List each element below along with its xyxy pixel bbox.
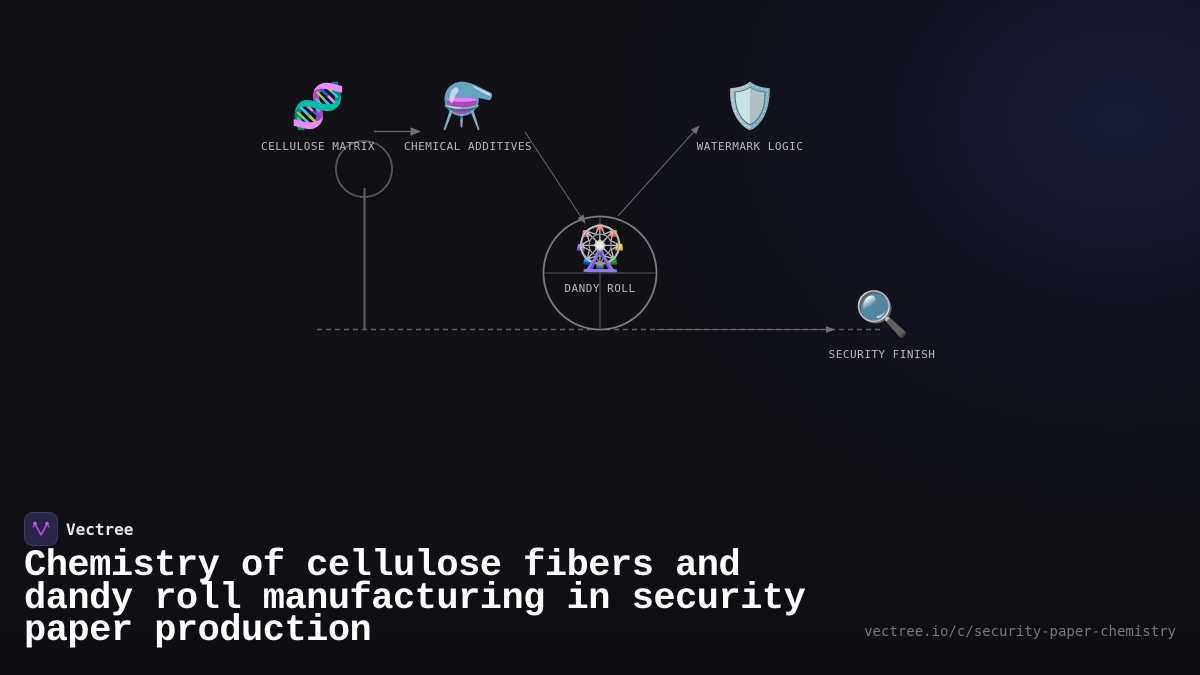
brand[interactable]: Vectree [24,512,133,546]
node-watermark-logic[interactable]: 🛡️ WATERMARK LOGIC [696,81,804,154]
vectree-logo [24,512,58,546]
brand-name: Vectree [66,519,134,539]
page-title: Chemistry of cellulose fibers and dandy … [24,545,806,652]
node-chemical-additives[interactable]: ⚗️ CHEMICAL ADDITIVES [403,81,533,154]
node-label: SECURITY FINISH [828,348,936,361]
node-label: CHEMICAL ADDITIVES [403,140,533,153]
page-url[interactable]: vectree.io/c/security-paper-chemistry [864,624,1176,640]
vectree-fork-icon [32,521,50,536]
node-security-finish[interactable]: 🔍 SECURITY FINISH [828,289,936,362]
node-label: CELLULOSE MATRIX [261,140,375,153]
dna-icon: 🧬 [290,81,346,132]
node-label: WATERMARK LOGIC [696,140,804,153]
flask-icon: ⚗️ [440,81,496,132]
edge-chemical-to-dandy [524,131,586,224]
ferris-wheel-icon: 🎡 [572,223,628,274]
magnifying-glass-icon: 🔍 [854,289,910,340]
edge-dandy-to-watermark [617,125,700,217]
dandy-roll-ring [542,215,658,331]
node-cellulose-matrix[interactable]: 🧬 CELLULOSE MATRIX [261,81,375,154]
node-dandy-roll[interactable]: 🎡 DANDY ROLL [564,223,636,296]
shield-icon: 🛡️ [722,81,778,132]
node-label: DANDY ROLL [564,282,636,295]
